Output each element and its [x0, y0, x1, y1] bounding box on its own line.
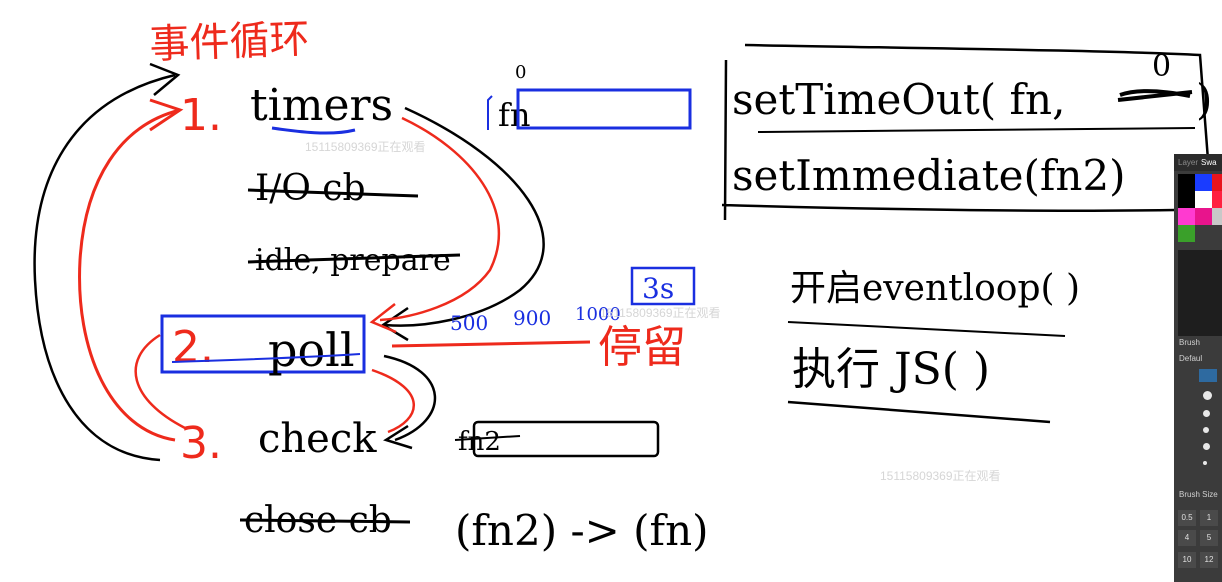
timers-queue-box	[516, 88, 692, 130]
phase1-zero: 0	[515, 62, 526, 83]
size-10[interactable]: 10	[1178, 552, 1196, 568]
code-frame	[721, 43, 1210, 221]
boxed-3s: 3s	[642, 272, 674, 305]
scribbled-out	[1117, 89, 1193, 102]
size-5[interactable]: 5	[1200, 530, 1218, 546]
brush-dot-3[interactable]	[1203, 427, 1209, 433]
color-swatch[interactable]	[1195, 174, 1212, 191]
strike-io	[247, 188, 419, 198]
tool-panel: Layer Swa Brush Defaul Brush Size 0.5 1 …	[1174, 154, 1222, 582]
red-arrow-to-poll	[134, 333, 186, 430]
phase3-check: check	[258, 416, 377, 462]
color-swatch[interactable]	[1212, 191, 1222, 208]
brush-label: Brush	[1179, 338, 1200, 347]
brush-row-selected[interactable]	[1199, 369, 1217, 382]
code-separator	[757, 127, 1196, 133]
size-4[interactable]: 4	[1178, 530, 1196, 546]
strike-idle	[247, 253, 461, 264]
color-swatch[interactable]	[1212, 208, 1222, 225]
color-swatch[interactable]	[1178, 208, 1195, 225]
brush-dot-2[interactable]	[1203, 410, 1210, 417]
red-arc-timers-to-poll	[379, 116, 501, 322]
phase1-number: 1.	[180, 90, 222, 141]
phase2-number: 2.	[172, 322, 214, 373]
watermark-3: 15115809369正在观看	[880, 469, 1001, 483]
tab-swatches[interactable]: Swa	[1201, 158, 1217, 167]
brush-set-default[interactable]: Defaul	[1179, 354, 1203, 363]
check-fn2: fn2	[458, 427, 501, 457]
brush-dot-5[interactable]	[1203, 461, 1207, 465]
poll-check-arrowhead	[383, 424, 413, 450]
phase3-number: 3.	[180, 418, 222, 469]
tab-layer[interactable]: Layer	[1178, 158, 1199, 167]
color-swatch[interactable]	[1178, 225, 1195, 242]
color-swatch[interactable]	[1178, 174, 1195, 191]
size-0-5[interactable]: 0.5	[1178, 510, 1196, 526]
brush-dot-1[interactable]	[1203, 391, 1212, 400]
poll-box	[160, 314, 366, 374]
stay-arrow-line	[391, 340, 591, 348]
brush-size-label: Brush Size	[1179, 490, 1218, 499]
outer-loop-arrow	[33, 73, 176, 462]
strike-close	[239, 518, 411, 524]
color-swatch[interactable]	[1195, 208, 1212, 225]
phase2-poll: poll	[268, 323, 355, 377]
time-500: 500	[450, 311, 488, 335]
red-arrow-poll-to-check	[371, 368, 415, 434]
watermark-1: 15115809369正在观看	[305, 140, 426, 154]
3s-box	[630, 266, 696, 306]
size-12[interactable]: 12	[1200, 552, 1218, 568]
swatch-empty-area	[1178, 250, 1222, 336]
stay-label: 停留	[598, 322, 686, 373]
color-swatch[interactable]	[1195, 191, 1212, 208]
brush-dot-4[interactable]	[1203, 443, 1210, 450]
exec-js-underline	[787, 400, 1051, 424]
outer-loop-arrowhead	[149, 62, 181, 96]
timers-underline	[271, 126, 356, 135]
open-eventloop-underline	[787, 321, 1066, 337]
color-swatch[interactable]	[1212, 174, 1222, 191]
open-eventloop: 开启eventloop( )	[790, 268, 1080, 309]
code-settimeout-close: )	[1196, 75, 1212, 124]
order-note: (fn2) -> (fn)	[455, 506, 709, 555]
color-swatch[interactable]	[1178, 191, 1195, 208]
code-setimmediate: setImmediate(fn2)	[732, 151, 1126, 200]
black-arc-timers-to-poll	[384, 106, 545, 327]
code-settimeout-zero: 0	[1152, 49, 1171, 84]
red-loop-arrow	[78, 108, 181, 442]
time-900: 900	[513, 306, 551, 330]
black-arrow-poll-to-check	[383, 354, 437, 442]
exec-js: 执行 JS( )	[792, 344, 990, 395]
red-loop-arrowhead	[149, 98, 184, 132]
time-1000: 1000	[575, 304, 621, 325]
title-event-loop: 事件循环	[149, 16, 311, 68]
watermark-2: 15115809369正在观看	[600, 306, 721, 320]
check-queue-box	[472, 420, 660, 458]
strike-fn2	[454, 435, 521, 441]
poll-underline	[171, 353, 361, 363]
fn-left-bracket	[487, 95, 493, 130]
black-arc-arrowhead	[380, 306, 409, 342]
red-arc-arrowhead	[369, 303, 397, 334]
code-settimeout: setTimeOut( fn,	[732, 75, 1065, 124]
struck-io-cb: I/O cb	[255, 168, 366, 209]
panel-tabs: Layer Swa	[1174, 154, 1222, 171]
size-1[interactable]: 1	[1200, 510, 1218, 526]
phase1-timers: timers	[250, 80, 393, 131]
